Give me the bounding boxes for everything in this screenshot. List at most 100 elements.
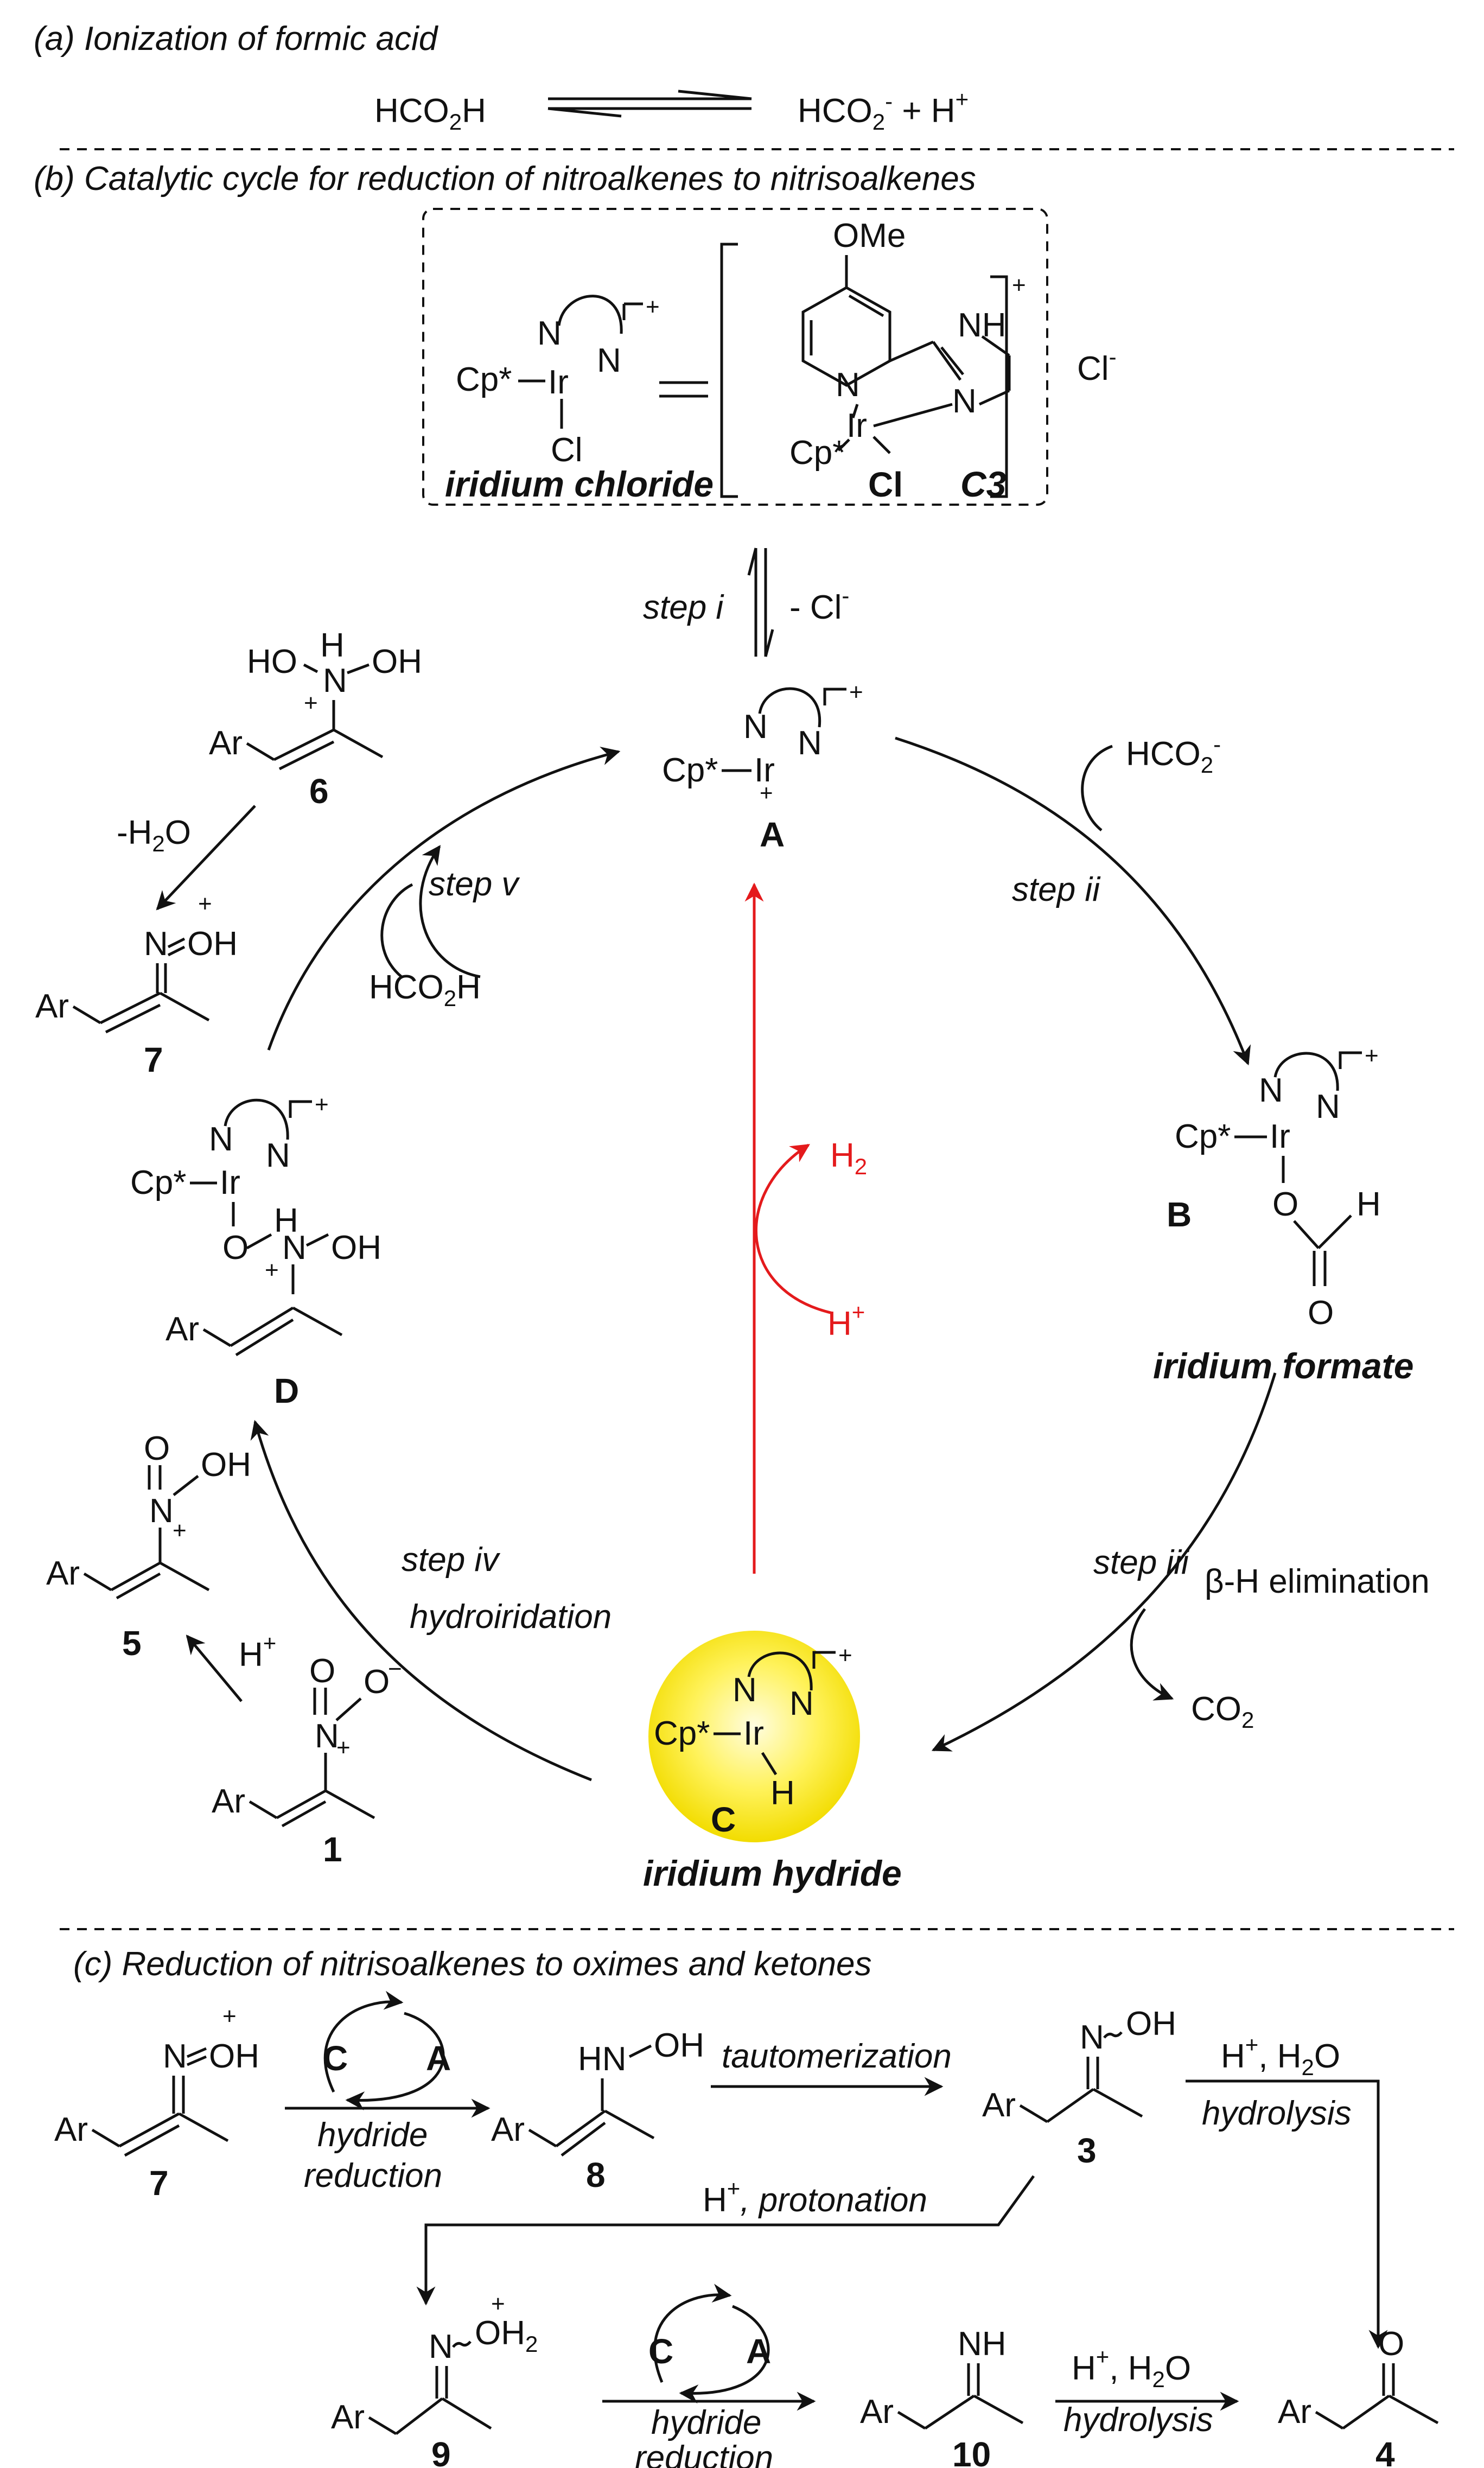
svg-text:H: H — [1356, 1186, 1381, 1223]
svg-text:N: N — [315, 1718, 339, 1755]
svg-text:Cp*: Cp* — [1175, 1118, 1231, 1155]
mini-cycle-2-a: A — [746, 2332, 771, 2371]
svg-text:O: O — [1378, 2325, 1404, 2363]
svg-text:+: + — [491, 2291, 505, 2317]
svg-text:N: N — [743, 708, 768, 746]
svg-text:Ar: Ar — [1278, 2393, 1311, 2431]
svg-text:H: H — [320, 627, 345, 664]
svg-text:OH: OH — [372, 643, 422, 680]
section-b-title: (b) Catalytic cycle for reduction of nit… — [34, 160, 976, 198]
step-ii-label: step ii — [1012, 871, 1101, 908]
mini-cycle-2-c: C — [648, 2332, 673, 2371]
svg-text:N: N — [537, 315, 562, 352]
svg-text:+: + — [838, 1642, 852, 1669]
formate-proton-label: HCO2- + H+ — [798, 86, 969, 135]
svg-text:OH2: OH2 — [475, 2314, 538, 2357]
svg-text:Ar: Ar — [165, 1311, 199, 1348]
svg-text:Ar: Ar — [212, 1783, 245, 1820]
svg-text:+: + — [849, 679, 863, 705]
svg-text:N: N — [323, 662, 347, 699]
svg-text:Cp*: Cp* — [654, 1715, 710, 1752]
step-i-label: step i — [643, 589, 724, 626]
svg-text:NH: NH — [958, 307, 1007, 344]
compound-1-structure: Ar N + O O − — [212, 1652, 402, 1828]
species-d-label: D — [274, 1371, 299, 1410]
svg-text:HO: HO — [247, 643, 297, 680]
bracket-charge: + — [1012, 272, 1026, 298]
mini-cycle-1-a: A — [426, 2039, 451, 2078]
svg-text:H: H — [770, 1774, 795, 1812]
svg-text:−: − — [388, 1656, 402, 1682]
svg-text:Ar: Ar — [860, 2393, 894, 2431]
svg-text:OMe: OMe — [833, 217, 906, 255]
co2-release-arrow — [1130, 1608, 1174, 1701]
svg-text:OH: OH — [331, 1229, 381, 1267]
svg-text:OH: OH — [201, 1446, 251, 1484]
section-a-title: (a) Ionization of formic acid — [34, 20, 439, 58]
svg-text:N: N — [836, 366, 860, 404]
svg-text:Cp*: Cp* — [130, 1164, 186, 1201]
compound-6-label: 6 — [309, 772, 329, 811]
svg-text:+: + — [315, 1091, 329, 1118]
compound-9-label: 9 — [431, 2435, 451, 2468]
hydrolysis-label-1: hydrolysis — [1202, 2095, 1352, 2132]
svg-text:O: O — [1308, 1294, 1334, 1332]
compound-7c-structure: + N OH Ar — [54, 2003, 259, 2157]
species-a-structure: Cp* Ir + N N + — [662, 679, 863, 805]
section-c-title: (c) Reduction of nitrisoalkenes to oxime… — [73, 1945, 872, 1983]
svg-text:+: + — [198, 890, 212, 917]
svg-text:+: + — [760, 780, 773, 805]
species-d-structure: Cp* Ir N N + O H N + OH Ar — [130, 1091, 381, 1357]
svg-text:N: N — [209, 1121, 233, 1158]
catalyst-box — [422, 208, 1048, 506]
mini-cycle-2 — [653, 2283, 770, 2404]
svg-text:Ar: Ar — [331, 2399, 365, 2436]
compound-10-label: 10 — [952, 2435, 991, 2468]
svg-text:Cl: Cl — [868, 465, 903, 504]
formic-acid-step-v-label: HCO2H — [369, 969, 481, 1011]
arc-d-to-a — [267, 746, 621, 1051]
compound-7c-label: 7 — [149, 2164, 169, 2203]
svg-text:H: H — [274, 1202, 298, 1239]
arc-c-to-d — [250, 1420, 592, 1782]
minus-water-label: -H2O — [117, 814, 191, 856]
h2-release-arrow — [755, 1143, 833, 1315]
compound-5-structure: Ar N + O OH — [46, 1430, 251, 1600]
svg-text:NH: NH — [958, 2325, 1007, 2363]
c3-label: C3 — [960, 464, 1006, 504]
svg-text:OH: OH — [209, 2038, 259, 2075]
compound-1-label: 1 — [323, 1830, 342, 1869]
svg-text:O: O — [309, 1652, 335, 1690]
proton-in-label: H+ — [827, 1299, 865, 1343]
chloride-loss-label: - Cl- — [789, 583, 849, 626]
svg-text:Ir: Ir — [220, 1164, 240, 1201]
svg-text:N: N — [163, 2038, 187, 2075]
bracket-right — [990, 275, 1008, 498]
iridium-formate-label: iridium formate — [1153, 1346, 1413, 1386]
svg-text:N: N — [144, 925, 168, 963]
tautomerization-label: tautomerization — [722, 2038, 952, 2075]
iridium-chloride-structure: Cp* Ir N N + Cl — [456, 294, 660, 469]
svg-text:N: N — [952, 383, 977, 420]
h-h2o-label-2: H+, H2O — [1072, 2344, 1191, 2392]
formate-in-label: HCO2- — [1126, 732, 1221, 778]
svg-text:N: N — [282, 1229, 307, 1267]
svg-text:N: N — [429, 2328, 453, 2365]
svg-text:+: + — [304, 690, 318, 716]
equilibrium-arrow — [547, 90, 752, 118]
svg-text:O: O — [1272, 1186, 1298, 1223]
svg-text:+: + — [336, 1734, 351, 1761]
step-v-hook-out — [419, 845, 481, 978]
formic-acid-label: HCO2H — [374, 92, 486, 135]
svg-text:N: N — [1259, 1072, 1283, 1109]
species-a-label: A — [760, 815, 785, 854]
c3-structure: OMe N NH N Ir Cp* Cl — [789, 217, 1011, 504]
svg-text:Ir: Ir — [743, 1715, 764, 1752]
hydride-label-2: hydride — [651, 2404, 761, 2441]
svg-text:N: N — [149, 1492, 174, 1530]
iridium-chloride-label: iridium chloride — [445, 464, 714, 504]
compound-8-label: 8 — [586, 2155, 606, 2195]
arrow-3-to-4 — [1186, 2079, 1388, 2349]
svg-text:Ar: Ar — [54, 2111, 88, 2148]
